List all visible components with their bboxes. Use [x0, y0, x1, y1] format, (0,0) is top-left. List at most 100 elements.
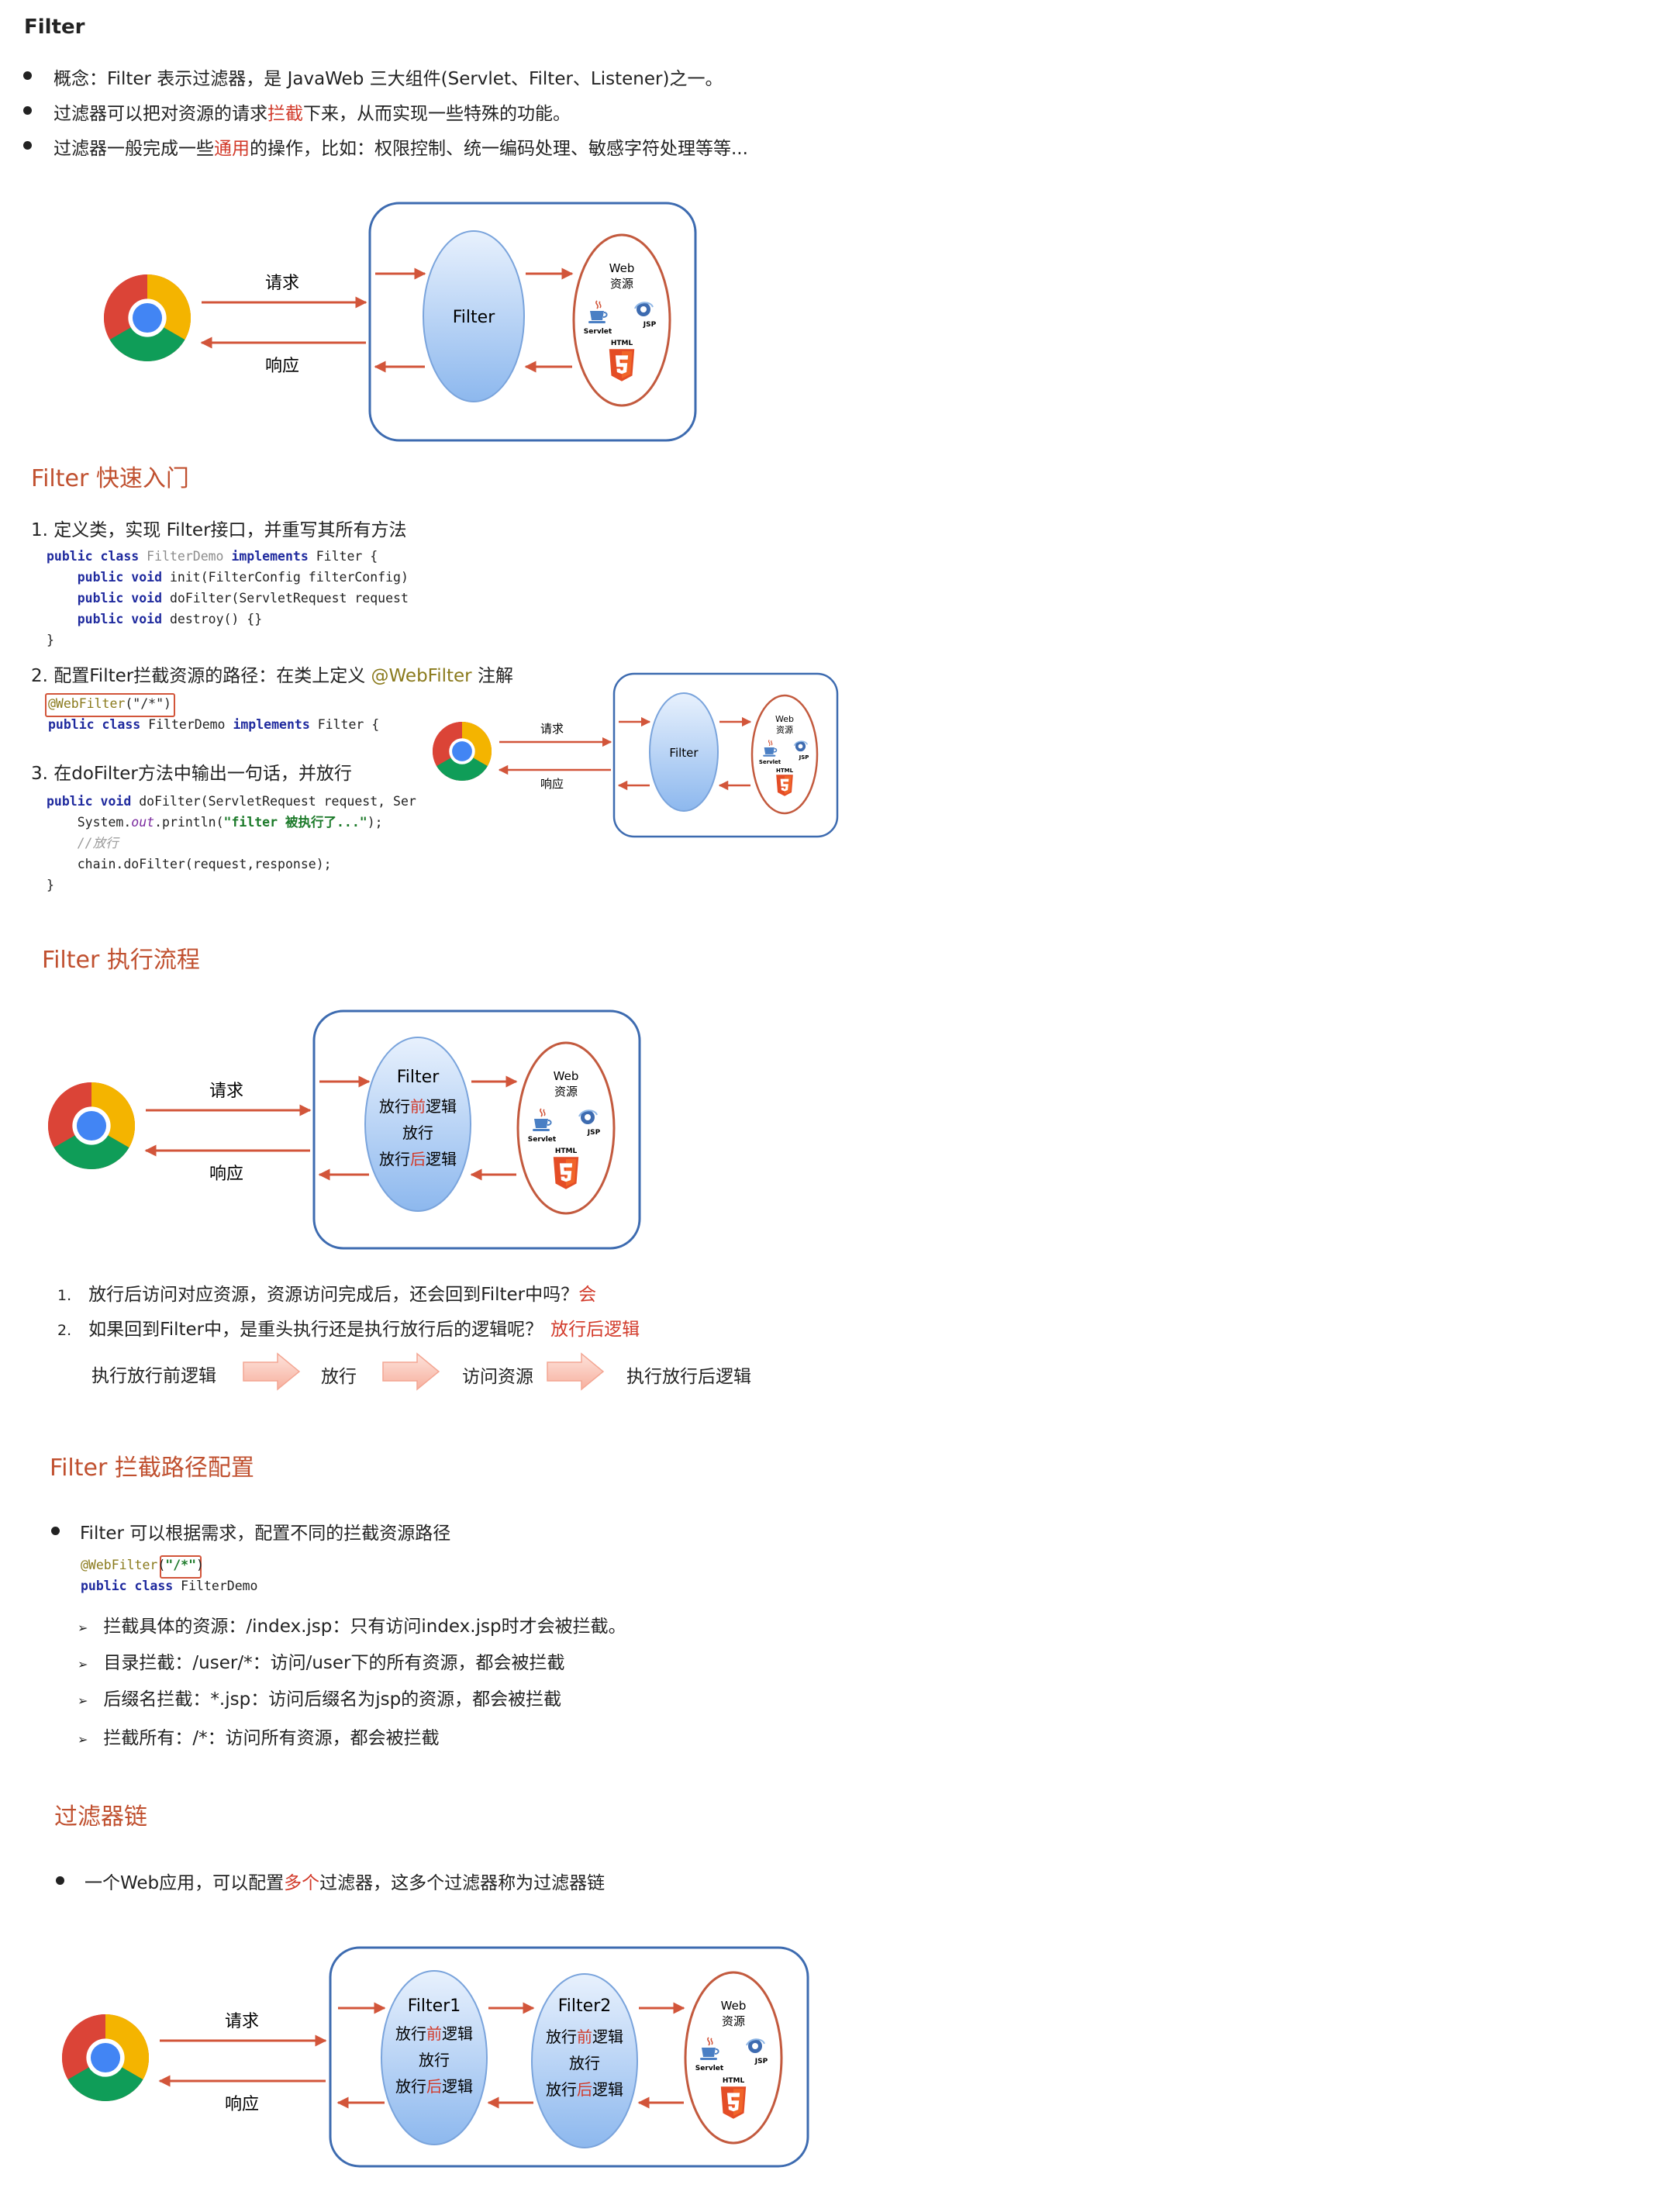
- arrow-bullet-icon: ➢: [78, 1732, 88, 1747]
- path-item: ➢后缀名拦截：*.jsp：访问后缀名为jsp的资源，都会被拦截: [78, 1689, 562, 1710]
- pass-label: 放行: [569, 2054, 600, 2072]
- web-server-box: [368, 202, 697, 442]
- filter-label: Filter: [397, 1068, 440, 1087]
- flow-arrow-icon: [547, 1352, 605, 1391]
- response-label: 响应: [540, 777, 564, 791]
- arrow-bullet-icon: ➢: [78, 1657, 88, 1672]
- flow-step-after: 执行放行后逻辑: [626, 1367, 751, 1387]
- chrome-browser-icon: [104, 274, 191, 361]
- bullet-dot: [51, 1527, 60, 1535]
- svg-text:JSP: JSP: [754, 2058, 768, 2065]
- web-resource-ellipse: [516, 1041, 616, 1215]
- quickstart-step2: 2. 配置Filter拦截资源的路径：在类上定义 @WebFilter 注解: [31, 666, 513, 686]
- web-resource-ellipse: [750, 694, 819, 815]
- path-item: ➢拦截具体的资源：/index.jsp：只有访问index.jsp时才会被拦截。: [78, 1617, 626, 1637]
- svg-text:资源: 资源: [610, 277, 633, 291]
- html5-icon: [720, 2086, 747, 2119]
- web-server-box: [612, 672, 839, 838]
- bullet-dot: [23, 71, 32, 80]
- filter1-ellipse: [381, 1970, 488, 2145]
- web-resource-ellipse: [572, 233, 671, 407]
- section-chain-heading: 过滤器链: [54, 1803, 147, 1831]
- svg-text:Servlet: Servlet: [695, 2065, 724, 2072]
- filter-quickstart-diagram: 请求 响应 Filter Web 资源 Servlet JSP HTML: [433, 672, 839, 838]
- filter2-label: Filter2: [558, 1996, 611, 2016]
- path-item-list: ➢拦截具体的资源：/index.jsp：只有访问index.jsp时才会被拦截。…: [78, 1611, 626, 1759]
- section-quickstart-heading: Filter 快速入门: [31, 465, 189, 492]
- web-server-box: [312, 1009, 641, 1250]
- html5-icon: [609, 349, 635, 381]
- path-item: ➢拦截所有：/*：访问所有资源，都会被拦截: [78, 1728, 440, 1748]
- pass-after-logic-label: 放行后逻辑: [395, 2077, 473, 2096]
- response-label: 响应: [225, 2095, 259, 2114]
- flow-arrow-icon: [382, 1352, 440, 1391]
- intro-bullet-usage: 过滤器一般完成一些通用的操作，比如：权限控制、统一编码处理、敏感字符处理等等..…: [53, 139, 748, 159]
- svg-text:JSP: JSP: [643, 321, 657, 329]
- filter-label: Filter: [453, 308, 495, 327]
- pass-before-logic-label: 放行前逻辑: [379, 1097, 457, 1116]
- bullet-dot: [23, 106, 32, 115]
- svg-text:JSP: JSP: [799, 754, 809, 761]
- code-path-config: @WebFilter("/*") public class FilterDemo: [81, 1558, 258, 1593]
- flow-question-2: 2.如果回到Filter中，是重头执行还是执行放行后的逻辑呢？放行后逻辑: [57, 1320, 640, 1340]
- bullet-dot: [56, 1876, 64, 1885]
- request-label: 请求: [209, 1082, 243, 1101]
- flow-step-pass: 放行: [321, 1367, 357, 1387]
- page-title: Filter: [24, 16, 85, 39]
- svg-text:HTML: HTML: [723, 2077, 745, 2085]
- svg-text:JSP: JSP: [587, 1129, 601, 1137]
- filter-flow-diagram: 请求 响应 Filter 放行前逻辑 放行 放行后逻辑 Web 资源 Servl…: [48, 1009, 641, 1250]
- code-define-class: public class FilterDemo implements Filte…: [47, 549, 409, 647]
- section-path-heading: Filter 拦截路径配置: [50, 1455, 254, 1482]
- flow-question-1: 1.放行后访问对应资源，资源访问完成后，还会回到Filter中吗？会: [57, 1285, 597, 1305]
- svg-text:Web: Web: [609, 261, 635, 275]
- pass-before-logic-label: 放行前逻辑: [395, 2024, 473, 2043]
- filter-chain-diagram: 请求 响应 Filter1 放行前逻辑 放行 放行后逻辑 Filter2 放行前…: [62, 1946, 809, 2168]
- chrome-browser-icon: [62, 2014, 149, 2101]
- flow-step-access: 访问资源: [462, 1367, 533, 1387]
- path-bullet: Filter 可以根据需求，配置不同的拦截资源路径: [80, 1524, 451, 1544]
- section-flow-heading: Filter 执行流程: [42, 947, 200, 974]
- flow-step-before: 执行放行前逻辑: [91, 1366, 216, 1386]
- intro-bullet-concept: 概念：Filter 表示过滤器，是 JavaWeb 三大组件(Servlet、F…: [53, 69, 723, 89]
- svg-text:HTML: HTML: [776, 768, 794, 774]
- request-label: 请求: [225, 2012, 259, 2031]
- intro-bullet-intercept: 过滤器可以把对资源的请求拦截下来，从而实现一些特殊的功能。: [53, 104, 571, 124]
- pass-after-logic-label: 放行后逻辑: [379, 1150, 457, 1168]
- filter-ellipse: [364, 1037, 471, 1212]
- filter-ellipse: [649, 692, 719, 812]
- filter-label: Filter: [669, 746, 699, 760]
- webfilter-annotation-highlight: [45, 693, 175, 717]
- arrow-bullet-icon: ➢: [78, 1693, 88, 1708]
- quickstart-step3: 3. 在doFilter方法中输出一句话，并放行: [31, 764, 352, 784]
- filter1-label: Filter1: [408, 1996, 461, 2016]
- svg-text:Servlet: Servlet: [584, 328, 612, 336]
- pass-label: 放行: [419, 2051, 450, 2069]
- pass-label: 放行: [402, 1123, 433, 1142]
- quickstart-step1: 1. 定义类，实现 Filter接口，并重写其所有方法: [31, 520, 407, 540]
- svg-text:Web: Web: [775, 714, 794, 724]
- svg-text:Web: Web: [721, 1999, 747, 2013]
- svg-text:Web: Web: [554, 1069, 579, 1083]
- code-dofilter: public void doFilter(ServletRequest requ…: [47, 794, 416, 892]
- arrow-bullet-icon: ➢: [78, 1620, 88, 1635]
- request-label: 请求: [540, 722, 564, 736]
- filter-ellipse: [423, 230, 525, 402]
- web-server-box: [329, 1946, 809, 2168]
- chain-bullet: 一个Web应用，可以配置多个过滤器，这多个过滤器称为过滤器链: [85, 1873, 606, 1893]
- path-pattern-highlight: [160, 1555, 202, 1579]
- filter-concept-diagram: 请求 响应 Filter Web 资源 Servlet JSP HTML: [104, 202, 697, 442]
- code-webfilter: @WebFilter("/*") public class FilterDemo…: [48, 696, 380, 732]
- html5-icon: [553, 1157, 579, 1189]
- svg-text:资源: 资源: [776, 724, 793, 735]
- flow-arrow-icon: [243, 1352, 301, 1391]
- html5-icon: [776, 775, 793, 796]
- pass-before-logic-label: 放行前逻辑: [546, 2027, 623, 2046]
- request-label: 请求: [265, 274, 299, 293]
- path-item: ➢目录拦截：/user/*：访问/user下的所有资源，都会被拦截: [78, 1653, 565, 1673]
- web-resource-ellipse: [684, 1971, 783, 2145]
- filter2-ellipse: [531, 1973, 638, 2148]
- svg-text:HTML: HTML: [611, 340, 633, 347]
- response-label: 响应: [209, 1165, 243, 1184]
- svg-text:资源: 资源: [722, 2014, 745, 2028]
